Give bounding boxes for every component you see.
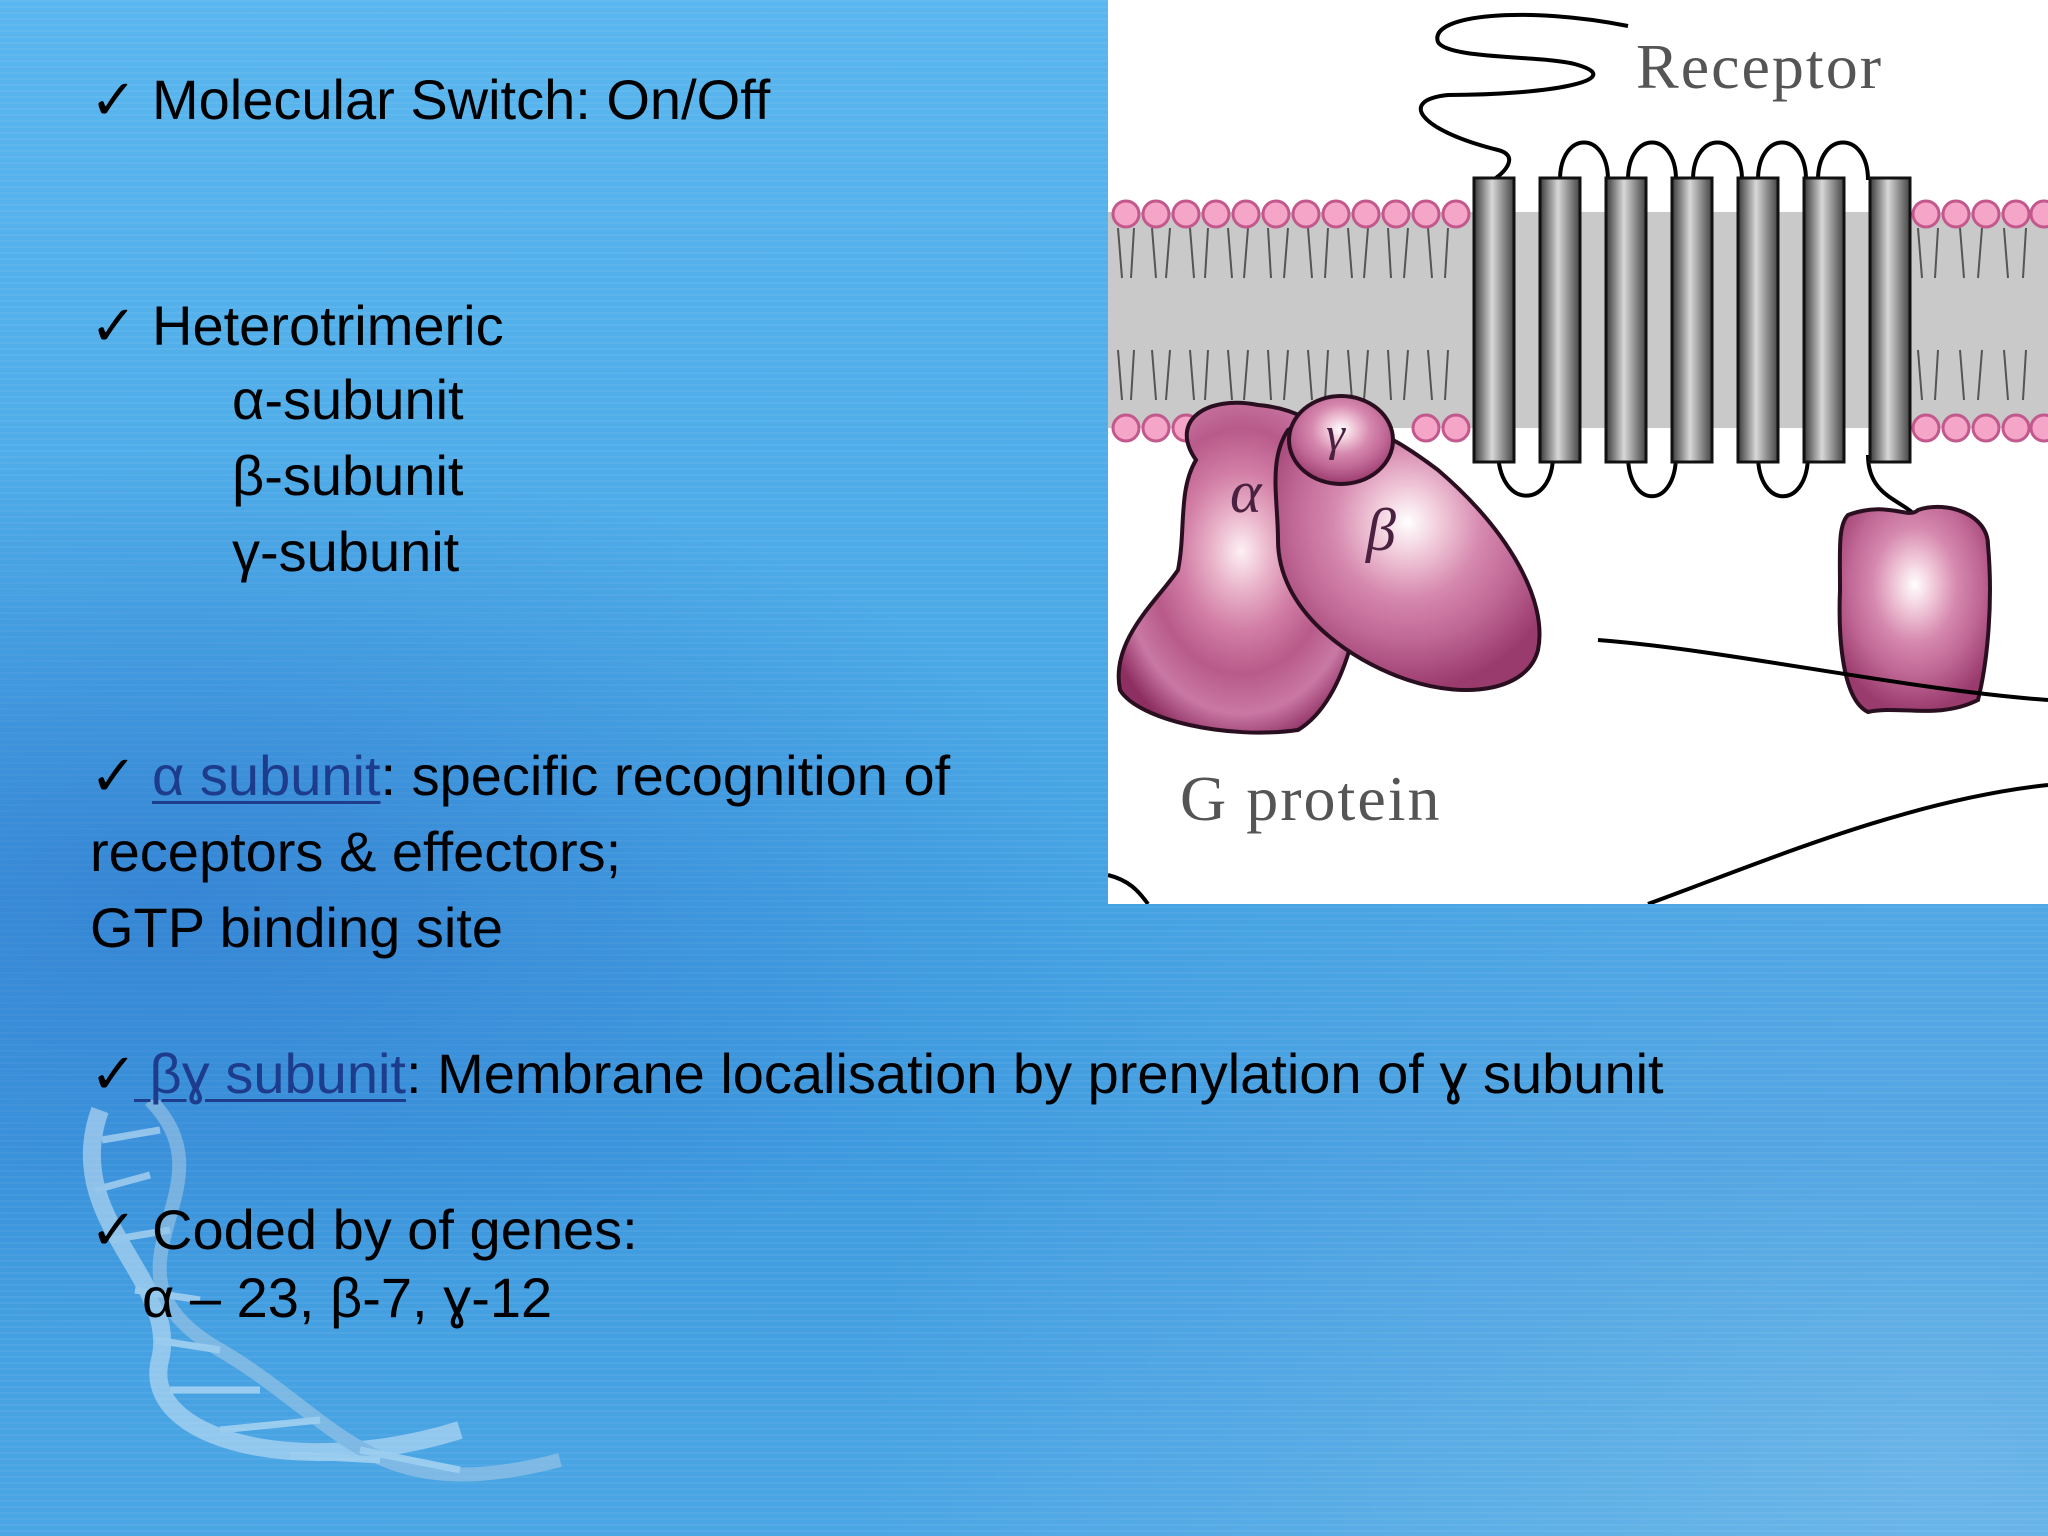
bullet-text: : specific recognition of	[380, 744, 951, 807]
lipid-tails	[1117, 227, 2027, 401]
g-protein-label: G protein	[1180, 763, 1442, 834]
check-icon: ✓	[90, 1042, 137, 1105]
bullet-heterotrimeric: ✓Heterotrimeric	[90, 292, 504, 360]
gpcr-figure: α β γ Receptor G protein	[1108, 0, 2048, 904]
gamma-symbol: γ	[1326, 408, 1346, 461]
alpha-symbol: α	[1230, 459, 1263, 525]
cytoplasm-line	[1108, 873, 1150, 904]
subunit-item: γ-subunit	[232, 520, 460, 583]
bullet-molecular-switch: ✓Molecular Switch: On/Off	[90, 66, 770, 134]
subunit-item: β-subunit	[232, 444, 464, 507]
beta-symbol: β	[1365, 497, 1396, 563]
receptor-label: Receptor	[1636, 31, 1883, 102]
gene-counts: α – 23, β-7, ɣ-12	[142, 1266, 553, 1329]
bullet-coded-genes: ✓Coded by of genes:	[90, 1196, 638, 1264]
dna-helix-icon	[82, 1100, 562, 1482]
check-icon: ✓	[90, 294, 137, 357]
receptor-extracellular-loops	[1558, 140, 1870, 181]
bullet-continuation: receptors & effectors;	[90, 820, 622, 883]
receptor-n-terminus	[1418, 12, 1629, 182]
bullet-text: Molecular Switch: On/Off	[152, 68, 771, 131]
check-icon: ✓	[90, 1198, 137, 1261]
receptor-helices	[1472, 176, 1912, 464]
betagamma-subunit-link[interactable]: βɣ subunit	[134, 1042, 406, 1105]
bullet-text: : Membrane localisation by prenylation o…	[405, 1042, 1664, 1105]
cytoplasm-line	[1597, 638, 2048, 702]
check-icon: ✓	[90, 744, 137, 807]
bullet-betagamma-subunit: ✓ βɣ subunit: Membrane localisation by p…	[90, 1040, 1664, 1108]
subunit-item: α-subunit	[232, 368, 464, 431]
alpha-subunit-link[interactable]: α subunit	[152, 744, 381, 807]
bullet-text: Heterotrimeric	[152, 294, 504, 357]
check-icon: ✓	[90, 68, 137, 131]
effector-protein-shape	[1837, 504, 1992, 715]
beta-subunit-shape	[1273, 417, 1542, 692]
bullet-alpha-subunit: ✓α subunit: specific recognition of	[90, 742, 950, 810]
gamma-subunit-shape	[1287, 394, 1395, 486]
receptor-intracellular-loops	[1496, 449, 1920, 522]
gpcr-diagram: α β γ	[1108, 12, 2048, 904]
bullet-continuation: GTP binding site	[90, 896, 503, 959]
cytoplasm-line	[1647, 783, 2048, 904]
bullet-text: Coded by of genes:	[152, 1198, 638, 1261]
